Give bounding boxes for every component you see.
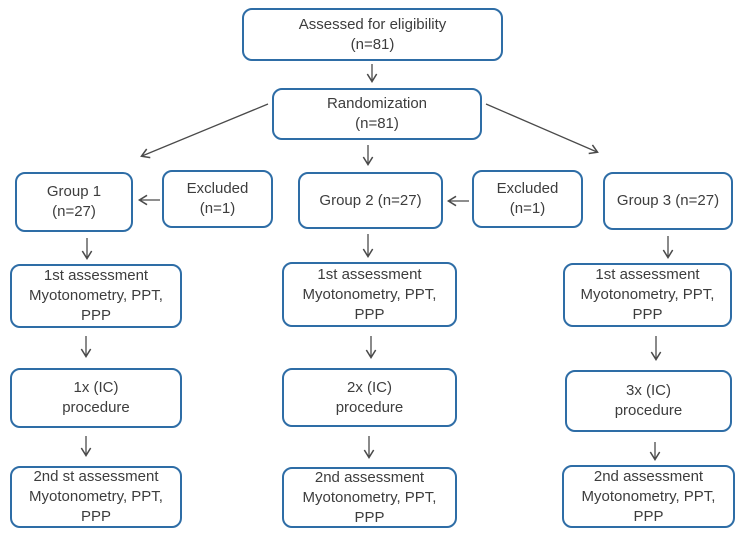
node-text-line: 1x (IC) [73,379,119,396]
node-text-line: PPP [633,507,664,525]
node-assessment1-group2: 1st assessment Myotonometry, PPT, PPP [282,262,457,327]
node-text-line: 2x (IC) [347,378,392,396]
node-assessed-for-eligibility: Assessed for eligibility (n=81) [242,8,503,61]
node-text-line: PPP [632,306,663,323]
node-text-line: (n=81) [350,35,395,53]
node-text-line: procedure [62,399,130,416]
node-text-line: (n=27) [52,203,96,220]
node-text-line: Group 1 [46,183,102,200]
node-procedure-group3: 3x (IC) procedure [565,370,732,432]
node-text-line: Myotonometry, PPT, [302,285,437,303]
node-text-line: (n=1) [509,200,546,217]
node-text-line: 3x (IC) [626,382,671,399]
arrow-randomization-to-group1 [140,103,269,159]
node-procedure-group1: 1x (IC) procedure [10,368,182,428]
node-group1: Group 1 (n=27) [15,172,133,232]
node-procedure-group2: 2x (IC) procedure [282,368,457,427]
node-excluded1: Excluded (n=1) [162,170,273,228]
arrow-randomization-to-group3 [485,103,599,155]
node-text-line: PPP [354,508,385,526]
node-text-line: 2nd assessment [314,468,425,486]
node-assessment1-group3: 1st assessment Myotonometry, PPT, PPP [563,263,732,327]
node-text-line: Myotonometry, PPT, [29,488,163,505]
node-text-line: 2nd assessment [593,467,704,485]
node-assessment2-group3: 2nd assessment Myotonometry, PPT, PPP [562,465,735,528]
node-text-line: procedure [614,402,683,419]
node-text-line: Myotonometry, PPT, [302,488,437,506]
node-text-line: Randomization [326,95,428,112]
node-excluded2: Excluded (n=1) [472,170,583,228]
node-assessment2-group1: 2nd st assessment Myotonometry, PPT, PPP [10,466,182,528]
node-group2: Group 2 (n=27) [298,172,443,229]
node-text-line: 1st assessment [43,267,149,284]
node-text-line: Myotonometry, PPT, [29,287,163,304]
node-text-line: Excluded [496,180,559,197]
node-group3: Group 3 (n=27) [603,172,733,230]
node-text-line: Myotonometry, PPT, [580,286,715,303]
node-assessment2-group2: 2nd assessment Myotonometry, PPT, PPP [282,467,457,528]
node-text-line: PPP [354,305,385,323]
node-text-line: (n=81) [355,115,399,132]
node-assessment1-group1: 1st assessment Myotonometry, PPT, PPP [10,264,182,328]
node-text-line: Group 2 (n=27) [319,191,422,209]
node-text-line: Group 3 (n=27) [616,192,720,209]
node-text-line: 2nd st assessment [33,468,159,485]
node-text-line: procedure [335,398,404,416]
node-text-line: PPP [80,508,111,525]
node-randomization: Randomization (n=81) [272,88,482,140]
node-text-line: Assessed for eligibility [298,15,447,33]
node-text-line: 1st assessment [317,265,422,283]
node-text-line: 1st assessment [595,266,700,283]
node-text-line: PPP [80,307,111,324]
node-text-line: Excluded [186,180,249,197]
node-text-line: Myotonometry, PPT, [581,487,716,505]
node-text-line: (n=1) [199,200,236,217]
